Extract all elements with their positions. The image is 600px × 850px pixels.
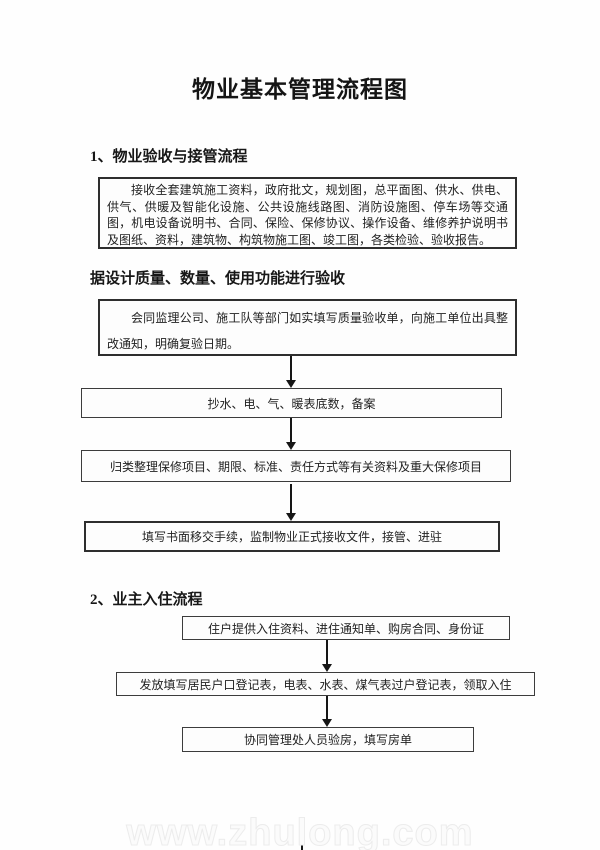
down-arrow-icon [286, 418, 296, 450]
flow-box-house-inspection: 协同管理处人员验房，填写房单 [182, 727, 474, 752]
flow-box-quality-acceptance-form: 会同监理公司、施工队等部门如实填写质量验收单，向施工单位出具整改通知，明确复验日… [98, 299, 517, 356]
section1-subheading: 据设计质量、数量、使用功能进行验收 [90, 271, 346, 287]
section1-heading: 1、物业验收与接管流程 [90, 149, 248, 165]
down-arrow-icon [322, 640, 332, 672]
flow-box-handover-procedures: 填写书面移交手续，监制物业正式接收文件，接管、进驻 [84, 521, 500, 552]
down-arrow-icon [286, 356, 296, 388]
down-arrow-icon [322, 696, 332, 727]
page-title: 物业基本管理流程图 [192, 77, 408, 102]
flow-box-warranty-classification: 归类整理保修项目、期限、标准、责任方式等有关资料及重大保修项目 [81, 450, 511, 482]
flow-box-meter-readings: 抄水、电、气、暖表底数，备案 [81, 388, 502, 418]
down-arrow-icon [286, 484, 296, 521]
flow-box-receive-construction-materials: 接收全套建筑施工资料，政府批文，规划图，总平面图、供水、供电、供气、供暖及智能化… [98, 177, 517, 249]
page-continuation-line [301, 819, 303, 850]
watermark: www.zhulong.com [126, 812, 474, 850]
flow-box-registration-forms: 发放填写居民户口登记表，电表、水表、煤气表过户登记表，领取入住 [116, 672, 535, 696]
flow-box-resident-documents: 住户提供入住资料、进住通知单、购房合同、身份证 [182, 616, 510, 640]
section2-heading: 2、业主入住流程 [90, 592, 203, 608]
